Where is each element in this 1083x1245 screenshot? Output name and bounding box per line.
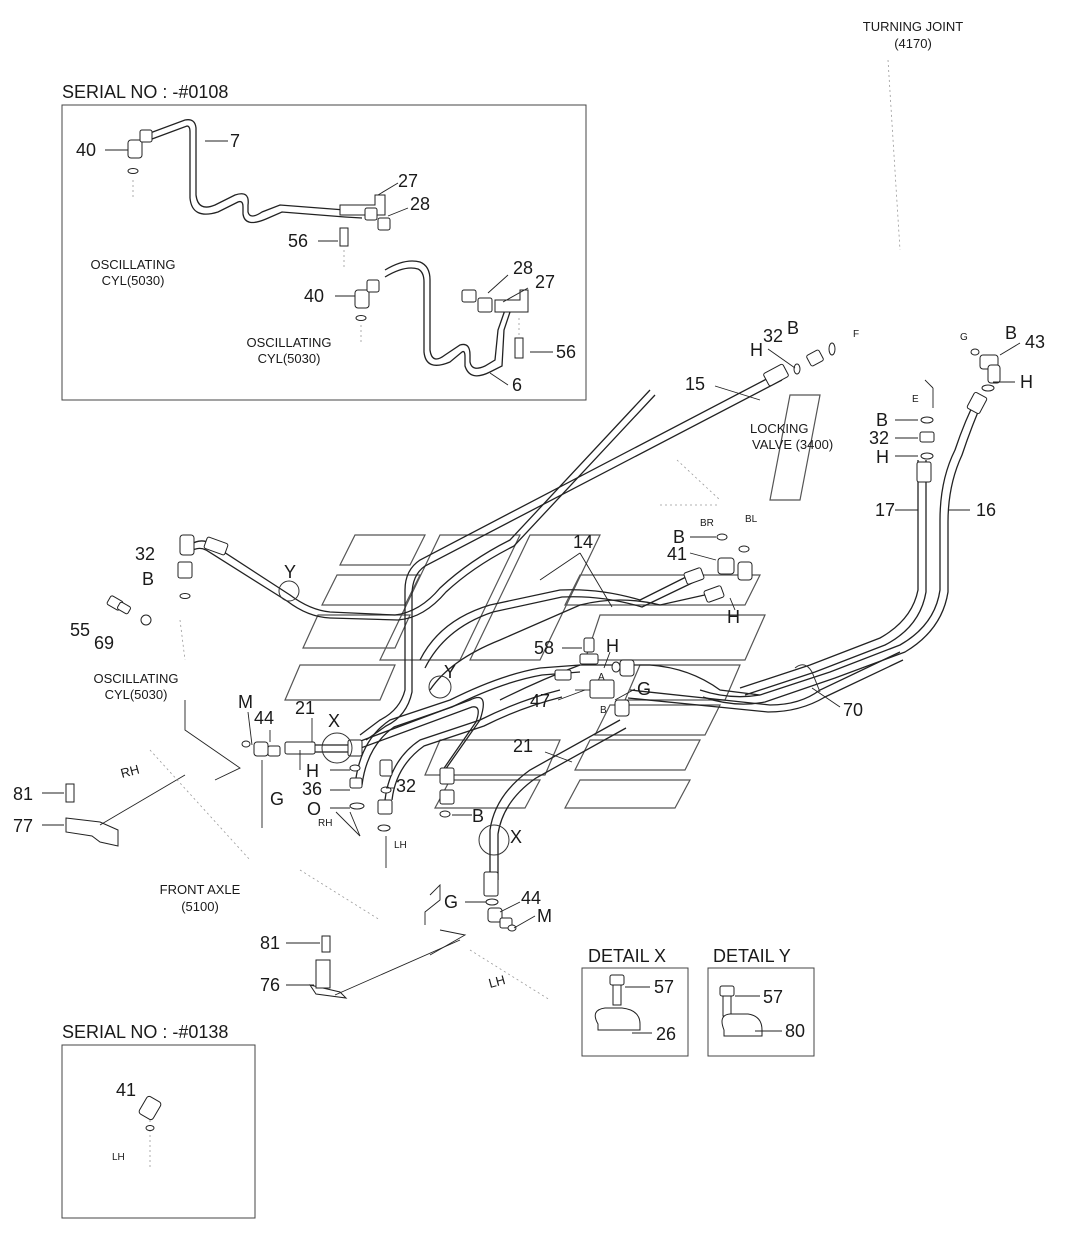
detail-y-title: DETAIL Y bbox=[713, 946, 791, 966]
callout-28-top: 28 bbox=[410, 194, 430, 214]
callout-h-valve: H bbox=[727, 607, 740, 627]
callout-21-lower: 21 bbox=[513, 736, 533, 756]
callout-32-lower: 32 bbox=[396, 776, 416, 796]
serial-bottom-title: SERIAL NO : -#0138 bbox=[62, 1022, 228, 1042]
oscillating-cyl-2-code: CYL(5030) bbox=[258, 351, 321, 366]
callout-h-upper: H bbox=[750, 340, 763, 360]
callout-32-left: 32 bbox=[135, 544, 155, 564]
callout-b-lower: B bbox=[472, 806, 484, 826]
turning-joint-code: (4170) bbox=[894, 36, 932, 51]
oscillating-cyl-3-label: OSCILLATING bbox=[93, 671, 178, 686]
callout-x-lower: X bbox=[510, 827, 522, 847]
callout-br: BR bbox=[700, 518, 714, 529]
callout-f: F bbox=[853, 329, 859, 340]
callout-57-y: 57 bbox=[763, 987, 783, 1007]
callout-g-upper: G bbox=[960, 332, 968, 343]
callout-6: 6 bbox=[512, 375, 522, 395]
callout-7: 7 bbox=[230, 131, 240, 151]
detail-x-box bbox=[581, 967, 689, 1057]
callout-41-main: 41 bbox=[667, 544, 687, 564]
locking-valve-label: LOCKING bbox=[750, 421, 809, 436]
front-axle-code: (5100) bbox=[181, 899, 219, 914]
oscillating-cyl-1-code: CYL(5030) bbox=[102, 273, 165, 288]
callout-lh-small: LH bbox=[394, 840, 407, 851]
callout-15: 15 bbox=[685, 374, 705, 394]
callout-b-upper: B bbox=[787, 318, 799, 338]
callout-14: 14 bbox=[573, 532, 593, 552]
callout-rh-small: RH bbox=[318, 818, 332, 829]
callout-27-top: 27 bbox=[398, 171, 418, 191]
serial-inset-top bbox=[61, 104, 587, 401]
callout-44-lower: 44 bbox=[521, 888, 541, 908]
oscillating-cyl-1-label: OSCILLATING bbox=[90, 257, 175, 272]
callout-36: 36 bbox=[302, 779, 322, 799]
callout-17: 17 bbox=[875, 500, 895, 520]
callout-40-top: 40 bbox=[76, 140, 96, 160]
callout-81-lower: 81 bbox=[260, 933, 280, 953]
callout-lh-axle: LH bbox=[487, 972, 507, 991]
callout-47: 47 bbox=[530, 691, 550, 711]
detail-x-title: DETAIL X bbox=[588, 946, 666, 966]
callout-77: 77 bbox=[13, 816, 33, 836]
callout-32-mid: 32 bbox=[869, 428, 889, 448]
callout-h-tee: H bbox=[606, 636, 619, 656]
callout-b-left: B bbox=[142, 569, 154, 589]
callout-x-upper: X bbox=[328, 711, 340, 731]
callout-h-right: H bbox=[1020, 372, 1033, 392]
callout-32-upper: 32 bbox=[763, 326, 783, 346]
callout-b-valve: B bbox=[673, 527, 685, 547]
callout-m-lower: M bbox=[537, 906, 552, 926]
callout-27-lower: 27 bbox=[535, 272, 555, 292]
callout-g-tee: G bbox=[637, 679, 651, 699]
callout-b-mid: B bbox=[876, 410, 888, 430]
callout-57-x: 57 bbox=[654, 977, 674, 997]
callout-28-lower: 28 bbox=[513, 258, 533, 278]
callout-55: 55 bbox=[70, 620, 90, 640]
callout-44-left: 44 bbox=[254, 708, 274, 728]
callout-58: 58 bbox=[534, 638, 554, 658]
callout-b-small: B bbox=[600, 705, 607, 716]
callout-h-mid: H bbox=[876, 447, 889, 467]
main-pipes bbox=[189, 371, 985, 880]
callout-69: 69 bbox=[94, 633, 114, 653]
callout-g-lower: G bbox=[444, 892, 458, 912]
callout-56-top: 56 bbox=[288, 231, 308, 251]
ghost-context bbox=[149, 59, 934, 1170]
callout-41-inset: 41 bbox=[116, 1080, 136, 1100]
callout-16: 16 bbox=[976, 500, 996, 520]
locking-valve-code: VALVE (3400) bbox=[752, 437, 833, 452]
callout-70: 70 bbox=[843, 700, 863, 720]
callout-g-left: G bbox=[270, 789, 284, 809]
callout-rh-axle: RH bbox=[119, 762, 141, 781]
oscillating-cyl-2-label: OSCILLATING bbox=[246, 335, 331, 350]
callout-leaders bbox=[42, 140, 1021, 986]
callout-56-lower: 56 bbox=[556, 342, 576, 362]
callout-e: E bbox=[912, 394, 919, 405]
oscillating-cyl-3-code: CYL(5030) bbox=[105, 687, 168, 702]
callout-o: O bbox=[307, 799, 321, 819]
detail-y-box bbox=[707, 967, 815, 1057]
callout-lh-inset: LH bbox=[112, 1152, 125, 1163]
detail-markers bbox=[278, 580, 510, 856]
callout-26: 26 bbox=[656, 1024, 676, 1044]
serial-inset-bottom bbox=[61, 1044, 256, 1219]
callout-81-left: 81 bbox=[13, 784, 33, 804]
callout-b-right: B bbox=[1005, 323, 1017, 343]
callout-h-left: H bbox=[306, 761, 319, 781]
turning-joint-label: TURNING JOINT bbox=[863, 19, 963, 34]
callout-y-upper: Y bbox=[284, 562, 296, 582]
callout-bl: BL bbox=[745, 514, 758, 525]
callout-a: A bbox=[598, 672, 605, 683]
callout-y-center: Y bbox=[444, 662, 456, 682]
callout-21-upper: 21 bbox=[295, 698, 315, 718]
callout-76: 76 bbox=[260, 975, 280, 995]
callout-80: 80 bbox=[785, 1021, 805, 1041]
fittings bbox=[65, 342, 1001, 999]
front-axle-label: FRONT AXLE bbox=[160, 882, 241, 897]
callout-43: 43 bbox=[1025, 332, 1045, 352]
serial-top-title: SERIAL NO : -#0108 bbox=[62, 82, 228, 102]
callout-m-left: M bbox=[238, 692, 253, 712]
callout-40-lower: 40 bbox=[304, 286, 324, 306]
